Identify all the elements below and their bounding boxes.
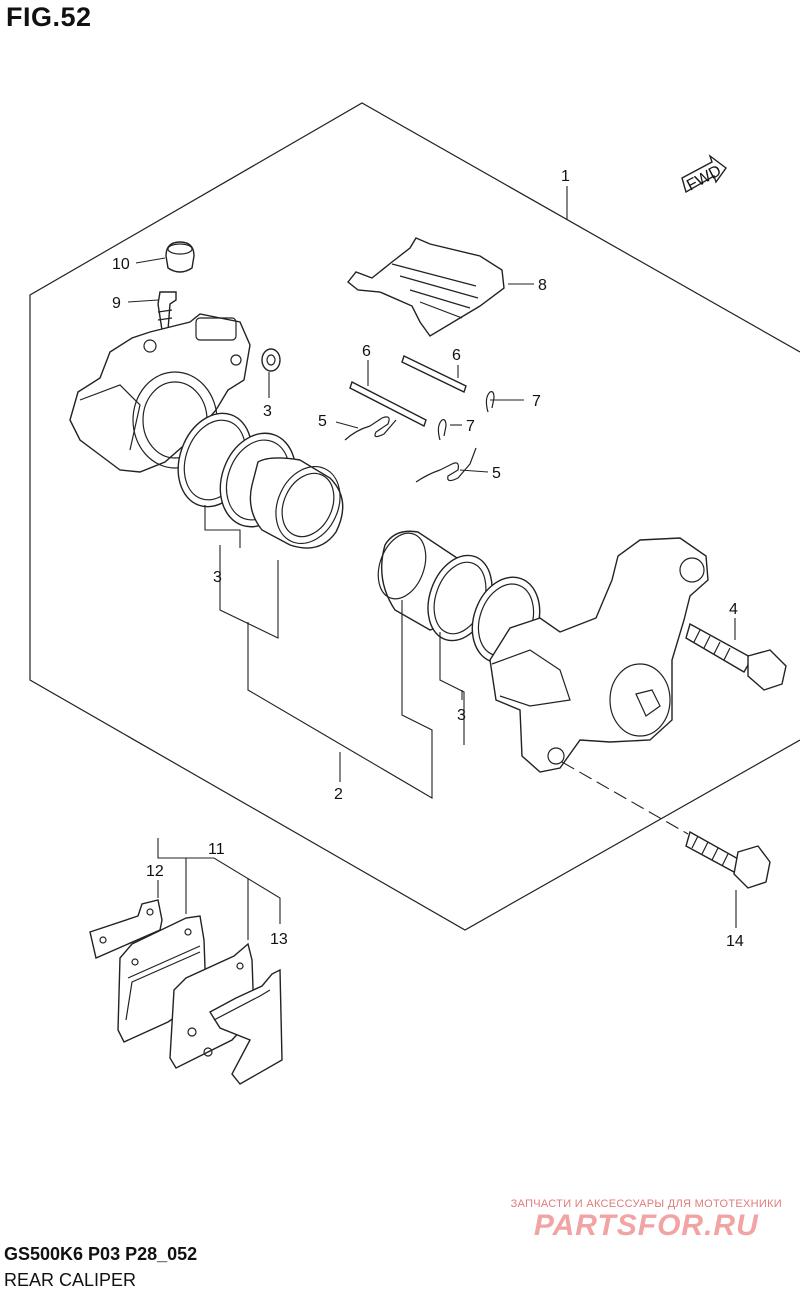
callout-7-upper: 7 bbox=[532, 393, 541, 410]
callout-13: 13 bbox=[270, 931, 288, 948]
pad-pin-lower-part bbox=[349, 381, 427, 427]
callout-6-right: 6 bbox=[452, 347, 461, 364]
washer-part bbox=[261, 348, 281, 372]
diagram-name: REAR CALIPER bbox=[4, 1270, 137, 1290]
piston-left-part bbox=[249, 457, 344, 549]
callout-1: 1 bbox=[561, 168, 570, 185]
pad-shim-part bbox=[89, 899, 163, 959]
callout-3-left-seals: 3 bbox=[213, 569, 222, 586]
callout-11: 11 bbox=[208, 841, 225, 858]
callout-9: 9 bbox=[112, 295, 121, 312]
pad-insulator-part bbox=[209, 968, 283, 1085]
callout-4: 4 bbox=[729, 601, 738, 618]
caliper-body-right-part bbox=[489, 537, 709, 773]
slide-bolt-part bbox=[685, 622, 787, 691]
callout-5-left: 5 bbox=[318, 413, 327, 430]
leader-lines bbox=[127, 186, 737, 940]
figure-title: FIG.52 bbox=[6, 2, 92, 32]
callout-14: 14 bbox=[726, 933, 744, 950]
pad-spring-plate-part bbox=[347, 237, 505, 337]
callout-8: 8 bbox=[538, 277, 547, 294]
mounting-bolt-part bbox=[685, 830, 771, 889]
watermark-logo: PARTSFOR.RU bbox=[533, 1209, 759, 1242]
pad-spring-left-part bbox=[344, 416, 397, 441]
caliper-body-left-part bbox=[69, 313, 251, 473]
pad-spring-right-part bbox=[415, 447, 477, 483]
callout-5-right: 5 bbox=[492, 465, 501, 482]
diagram-code: GS500K6 P03 P28_052 bbox=[4, 1244, 198, 1264]
watermark-caption: ЗАПЧАСТИ И АКСЕССУАРЫ ДЛЯ МОТОТЕХНИКИ bbox=[510, 1198, 782, 1210]
clip-upper-part bbox=[485, 391, 495, 413]
assembly-frame bbox=[29, 102, 800, 931]
callout-7-lower: 7 bbox=[466, 418, 475, 435]
callout-6-left: 6 bbox=[362, 343, 371, 360]
watermark: ЗАПЧАСТИ И АКСЕССУАРЫ ДЛЯ МОТОТЕХНИКИ PA… bbox=[511, 1198, 782, 1242]
pad-pin-upper-part bbox=[401, 355, 467, 393]
callout-3-washer: 3 bbox=[263, 403, 272, 420]
bolt-axis-line bbox=[561, 761, 689, 835]
bleeder-valve-part bbox=[157, 291, 177, 331]
callout-2: 2 bbox=[334, 786, 343, 803]
callout-12: 12 bbox=[146, 863, 164, 880]
bleeder-cap-part bbox=[165, 241, 195, 273]
brake-pad-right-part bbox=[169, 942, 255, 1069]
fwd-arrow-icon: FWD bbox=[681, 154, 727, 194]
callout-3-right-seals: 3 bbox=[457, 707, 466, 724]
callout-10: 10 bbox=[112, 256, 130, 273]
clip-lower-part bbox=[437, 419, 447, 441]
